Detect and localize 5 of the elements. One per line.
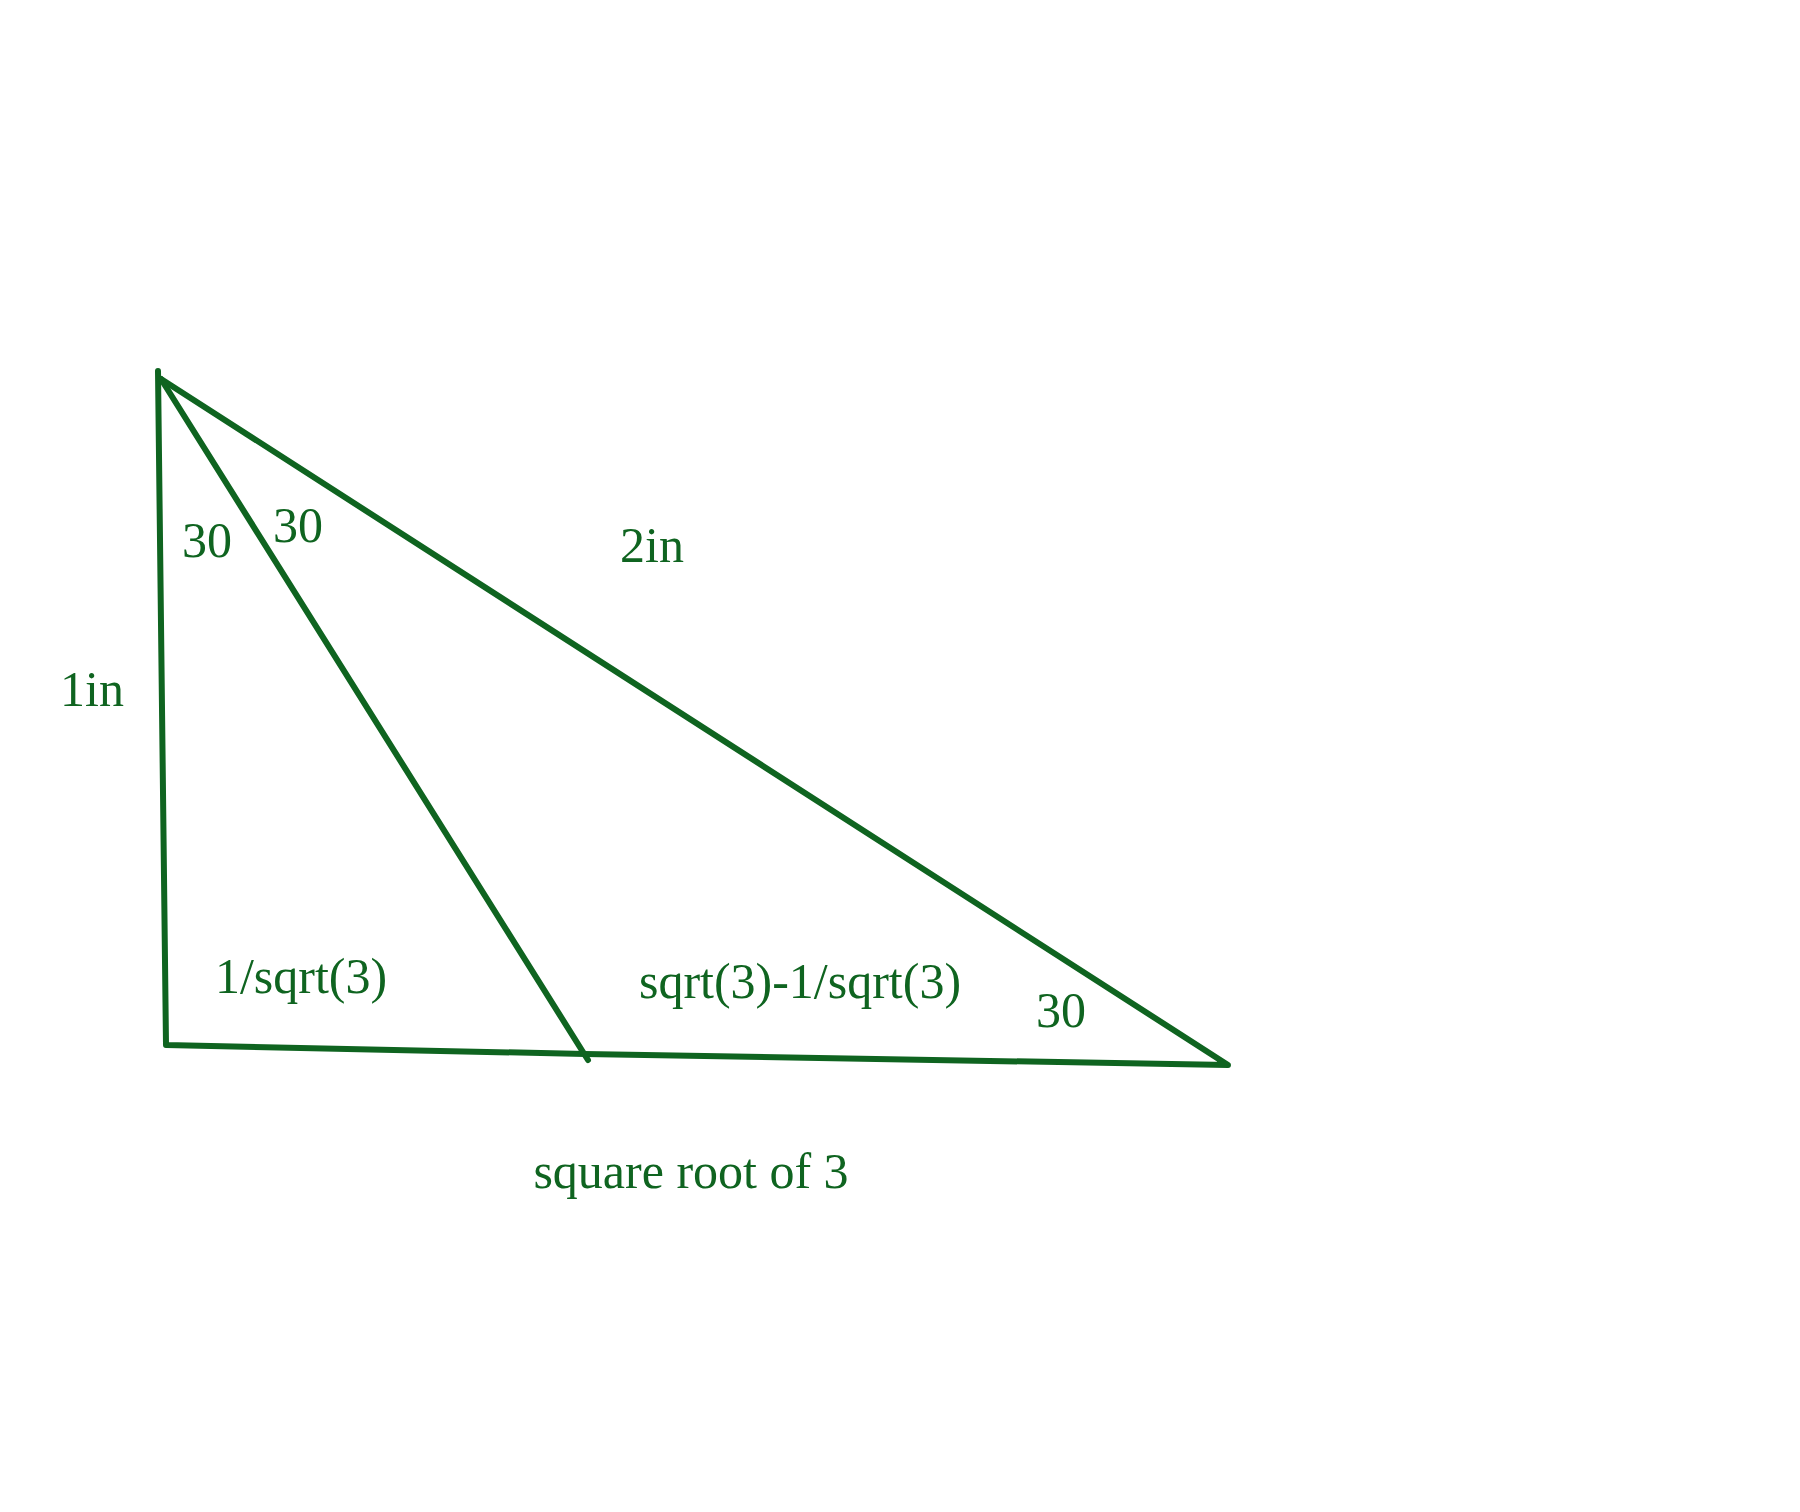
angle-label: 30 <box>273 500 323 550</box>
side-length-label: 1in <box>60 664 124 714</box>
angle-label: 30 <box>182 515 232 565</box>
side-length-label: 2in <box>620 520 684 570</box>
angle-label: 30 <box>1036 985 1086 1035</box>
